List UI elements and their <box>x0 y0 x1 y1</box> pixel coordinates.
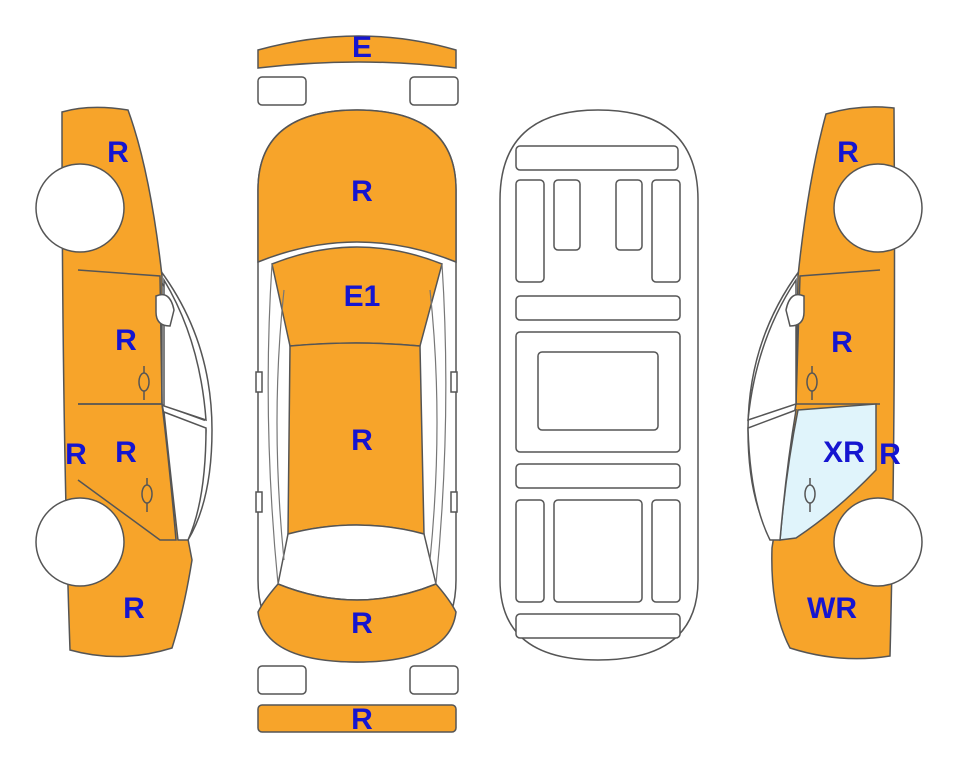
right-front-tire <box>833 163 923 253</box>
right-front-door-outline[interactable] <box>795 269 881 405</box>
right-front-glass <box>747 277 797 422</box>
roof-label: R <box>351 424 373 457</box>
underbody-part <box>651 499 681 603</box>
left-front-glass <box>163 277 207 422</box>
left-front-door-label: R <box>115 324 137 357</box>
left-side-view: R R R R R <box>35 106 213 658</box>
left-front-fender-label: R <box>107 136 129 169</box>
right-rear-quarter-label: WR <box>807 592 857 625</box>
left-rear-handle <box>141 478 153 512</box>
right-handle <box>450 491 458 513</box>
right-rear-glass-label: XR <box>823 436 865 469</box>
underbody-part <box>651 179 681 283</box>
left-mirror-side <box>155 293 175 327</box>
front-bumper-panel[interactable] <box>257 35 457 69</box>
underbody-part <box>515 499 545 603</box>
left-rocker-label: R <box>65 438 87 471</box>
front-right-lamp <box>409 76 459 106</box>
underbody-part <box>515 145 679 171</box>
right-rear-tire <box>833 497 923 587</box>
front-bumper-label: E <box>352 31 372 64</box>
left-mirror <box>255 371 263 393</box>
right-mirror-side <box>785 293 805 327</box>
rear-left-lamp <box>257 665 307 695</box>
underbody-part <box>553 179 581 251</box>
left-rear-glass <box>163 410 207 541</box>
right-front-door-label: R <box>831 326 853 359</box>
left-front-handle <box>138 366 150 400</box>
left-rear-tire <box>35 497 125 587</box>
left-rear-door-outline[interactable] <box>77 403 177 541</box>
left-handle <box>255 491 263 513</box>
underbody-part <box>615 179 643 251</box>
underbody-view <box>499 109 699 661</box>
windshield-label: E1 <box>344 280 381 313</box>
underbody-part <box>515 179 545 283</box>
left-front-tire <box>35 163 125 253</box>
hood-panel[interactable] <box>257 109 457 264</box>
left-side-glass-line-2 <box>276 289 285 561</box>
right-front-handle <box>806 366 818 400</box>
trunk-label: R <box>351 607 373 640</box>
right-rear-window-small <box>747 408 797 541</box>
left-cabin-outline <box>159 269 213 541</box>
underbody-part <box>515 295 681 321</box>
right-rear-handle <box>804 478 816 512</box>
rear-bumper-label: R <box>351 703 373 736</box>
underbody-part <box>537 351 659 431</box>
rear-window <box>277 524 437 601</box>
right-front-fender-label: R <box>837 136 859 169</box>
underbody-part <box>515 463 681 489</box>
rear-right-lamp <box>409 665 459 695</box>
right-side-glass-line <box>435 263 447 585</box>
right-rocker-label: R <box>879 438 901 471</box>
underbody-part <box>553 499 643 603</box>
left-rear-door-label: R <box>115 436 137 469</box>
top-view: E R E1 R R R <box>255 31 459 736</box>
left-rear-quarter-label: R <box>123 592 145 625</box>
rear-bumper-panel[interactable] <box>257 704 457 733</box>
hood-label: R <box>351 175 373 208</box>
right-side-view: R R XR R WR <box>747 106 923 660</box>
right-rear-glass-panel[interactable] <box>779 403 877 541</box>
left-side-glass-line <box>267 263 279 585</box>
right-mirror <box>450 371 458 393</box>
front-left-lamp <box>257 76 307 106</box>
right-side-glass-line-2 <box>429 289 438 561</box>
trunk-panel[interactable] <box>257 583 457 663</box>
underbody-part <box>515 613 681 639</box>
